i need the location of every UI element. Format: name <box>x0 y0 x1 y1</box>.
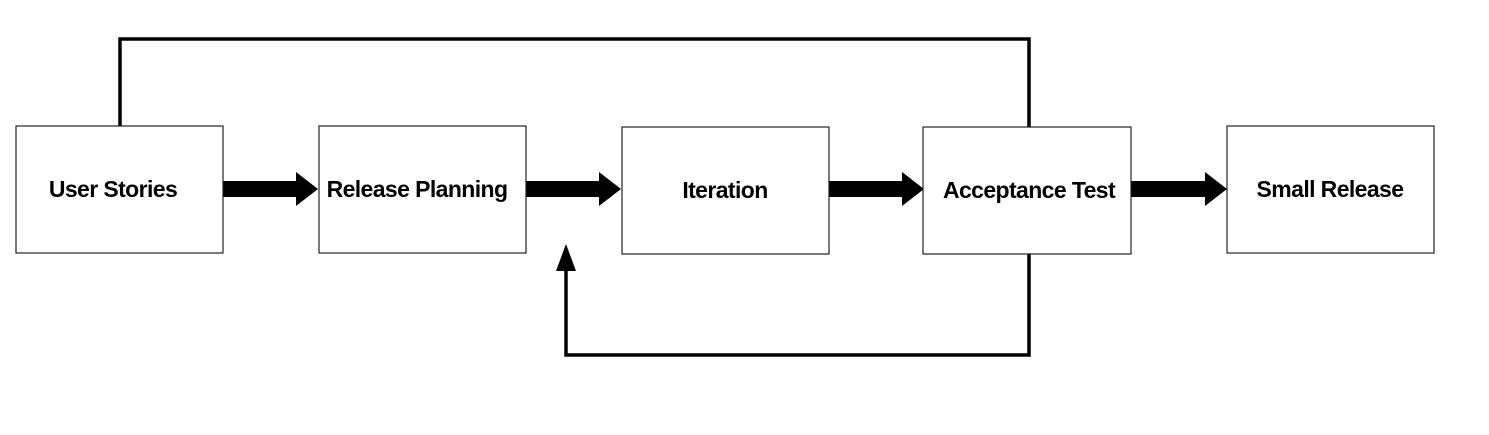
node-box <box>922 126 1132 255</box>
node-box <box>15 125 224 254</box>
node-user-stories: User Stories <box>15 125 224 254</box>
feedback-arrowhead-up-icon <box>556 244 576 271</box>
feedback-line-bottom <box>564 253 1031 357</box>
node-label-user-stories: User Stories <box>49 176 177 202</box>
node-release-planning: Release Planning <box>318 125 527 254</box>
node-label-small-release: Small Release <box>1257 176 1404 202</box>
arrow-iteration-to-acceptance-test-icon <box>829 172 924 206</box>
node-small-release: Small Release <box>1226 125 1435 254</box>
node-box <box>318 125 527 254</box>
node-label-release-planning: Release Planning <box>327 176 508 202</box>
feedback-line-top <box>118 37 1031 127</box>
node-acceptance-test: Acceptance Test <box>922 126 1132 255</box>
arrow-release-planning-to-iteration-icon <box>526 172 621 206</box>
node-label-acceptance-test: Acceptance Test <box>943 177 1116 203</box>
node-box <box>621 126 830 255</box>
node-label-iteration: Iteration <box>682 177 767 203</box>
arrow-acceptance-test-to-small-release-icon <box>1131 172 1227 206</box>
node-iteration: Iteration <box>621 126 830 255</box>
arrow-user-stories-to-release-planning-icon <box>223 172 318 206</box>
node-box <box>1226 125 1435 254</box>
